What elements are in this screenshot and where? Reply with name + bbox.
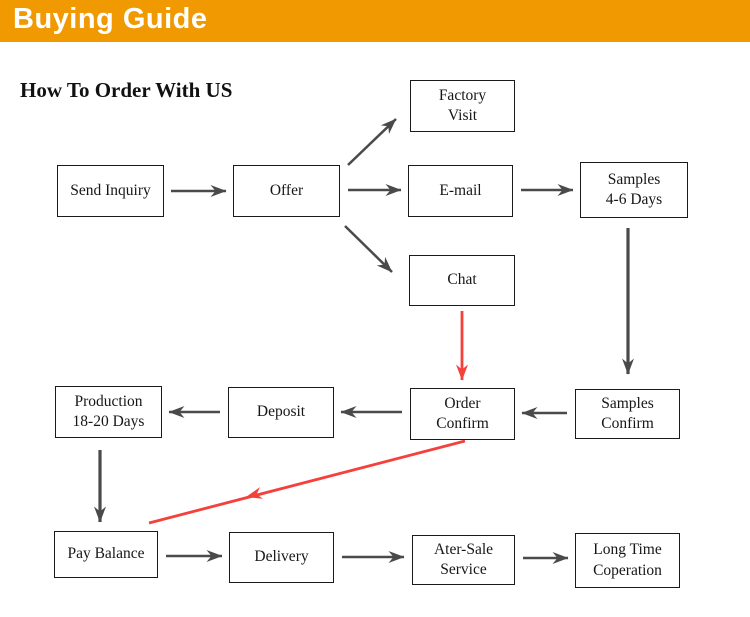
node-pay-balance: Pay Balance [54, 531, 158, 578]
node-samples-confirm: Samples Confirm [575, 389, 680, 439]
edge-offer-to-chat [344, 225, 393, 273]
node-production-18-20-days: Production 18-20 Days [55, 386, 162, 438]
node-order-confirm: Order Confirm [410, 388, 515, 440]
node-after-sale-service: Ater-Sale Service [412, 535, 515, 585]
node-label: Delivery [254, 548, 309, 566]
node-label: Offer [269, 181, 304, 199]
node-label: Order Confirm [436, 394, 489, 432]
node-label: Factory Visit [438, 86, 487, 124]
node-chat: Chat [409, 255, 515, 306]
node-email: E-mail [408, 165, 513, 217]
node-label: Samples 4-6 Days [605, 170, 663, 208]
node-label: Deposit [256, 403, 306, 421]
page-title: Buying Guide [13, 2, 208, 35]
section-heading: How To Order With US [20, 78, 233, 102]
node-factory-visit: Factory Visit [410, 80, 515, 132]
node-label: Chat [447, 271, 477, 289]
header-banner: Buying Guide [0, 0, 750, 42]
node-label: Ater-Sale Service [433, 540, 494, 578]
node-delivery: Delivery [229, 532, 334, 583]
node-label: Send Inquiry [70, 181, 151, 199]
node-deposit: Deposit [228, 387, 334, 438]
arrowhead-order-confirm-to-pay-balance [246, 487, 263, 499]
node-label: Production 18-20 Days [72, 392, 145, 430]
node-samples-4-6-days: Samples 4-6 Days [580, 162, 688, 218]
edge-order-confirm-to-pay-balance [148, 439, 466, 525]
node-label: E-mail [439, 181, 482, 199]
node-offer: Offer [233, 165, 340, 217]
edge-offer-to-factory-visit [347, 118, 397, 166]
node-send-inquiry: Send Inquiry [57, 165, 164, 217]
node-label: Long Time Coperation [593, 541, 662, 579]
node-long-time-cooperation: Long Time Coperation [575, 533, 680, 588]
node-label: Samples Confirm [601, 394, 654, 432]
node-label: Pay Balance [67, 545, 145, 563]
